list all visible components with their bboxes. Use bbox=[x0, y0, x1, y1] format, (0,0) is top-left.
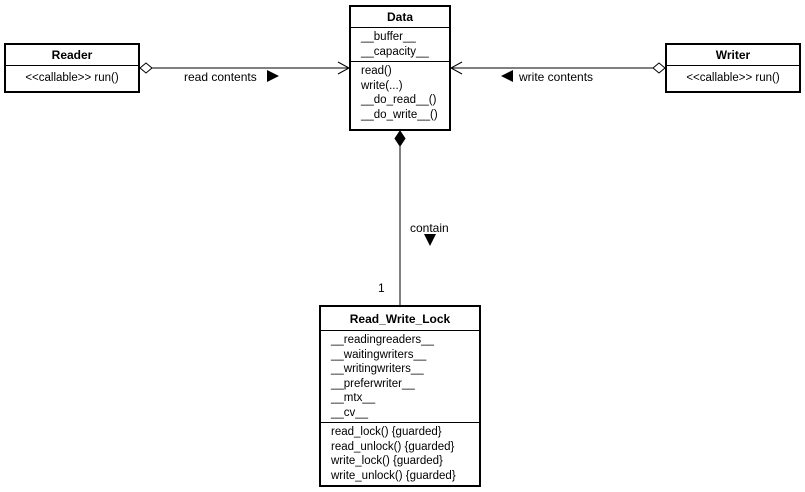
attribute-item: __mtx__ bbox=[331, 392, 376, 404]
read-write-lock-class-box[interactable]: Read_Write_Lock __readingreaders__ __wai… bbox=[319, 305, 481, 487]
read-write-lock-class-name: Read_Write_Lock bbox=[321, 307, 479, 331]
method-item: read_lock() {guarded} bbox=[331, 426, 442, 438]
method-item: __do_write__() bbox=[361, 108, 438, 121]
data-lock-composition bbox=[394, 130, 406, 305]
attribute-item: __waitingwriters__ bbox=[331, 348, 427, 361]
writer-class-box[interactable]: Writer <<callable>> run() bbox=[665, 43, 801, 93]
attribute-item: __writingwriters__ bbox=[331, 363, 424, 375]
data-class-box[interactable]: Data __buffer__ __capacity__ read() writ… bbox=[349, 5, 451, 131]
method-item: read() bbox=[361, 65, 392, 77]
read-contents-label: read contents bbox=[184, 70, 257, 84]
contain-label: contain bbox=[410, 221, 449, 235]
writer-class-name: Writer bbox=[667, 45, 799, 66]
composition-diamond bbox=[394, 130, 406, 147]
read-write-lock-methods: read_lock() {guarded} read_unlock() {gua… bbox=[321, 423, 479, 485]
attribute-item: __readingreaders__ bbox=[331, 334, 434, 346]
attribute-item: __cv__ bbox=[331, 406, 369, 419]
method-item: <<callable>> run() bbox=[686, 72, 780, 84]
data-methods: read() write(...) __do_read__() __do_wri… bbox=[351, 62, 449, 124]
reader-aggregation-diamond bbox=[139, 62, 153, 74]
write-direction-triangle bbox=[501, 70, 513, 82]
attribute-item: __preferwriter__ bbox=[331, 377, 415, 390]
reader-methods: <<callable>> run() bbox=[6, 66, 138, 88]
method-item: write(...) bbox=[361, 79, 403, 92]
read-direction-triangle bbox=[267, 70, 279, 82]
write-contents-label: write contents bbox=[519, 70, 594, 84]
method-item: __do_read__() bbox=[361, 94, 437, 106]
writer-methods: <<callable>> run() bbox=[667, 66, 799, 88]
reader-data-association bbox=[139, 61, 351, 75]
data-class-name: Data bbox=[351, 7, 449, 28]
writer-data-arrowhead bbox=[449, 61, 463, 75]
attribute-item: __buffer__ bbox=[361, 31, 416, 43]
reader-class-box[interactable]: Reader <<callable>> run() bbox=[4, 43, 140, 93]
method-item: read_unlock() {guarded} bbox=[331, 440, 455, 453]
data-attributes: __buffer__ __capacity__ bbox=[351, 28, 449, 62]
method-item: write_lock() {guarded} bbox=[331, 455, 443, 467]
writer-aggregation-diamond bbox=[652, 62, 666, 74]
reader-class-name: Reader bbox=[6, 45, 138, 66]
read-write-lock-attributes: __readingreaders__ __waitingwriters__ __… bbox=[321, 331, 479, 423]
multiplicity-label: 1 bbox=[378, 281, 385, 295]
contain-direction-triangle bbox=[424, 234, 436, 246]
method-item: <<callable>> run() bbox=[25, 72, 119, 84]
attribute-item: __capacity__ bbox=[361, 45, 429, 58]
method-item: write_unlock() {guarded} bbox=[331, 469, 456, 482]
writer-data-association bbox=[449, 61, 666, 75]
